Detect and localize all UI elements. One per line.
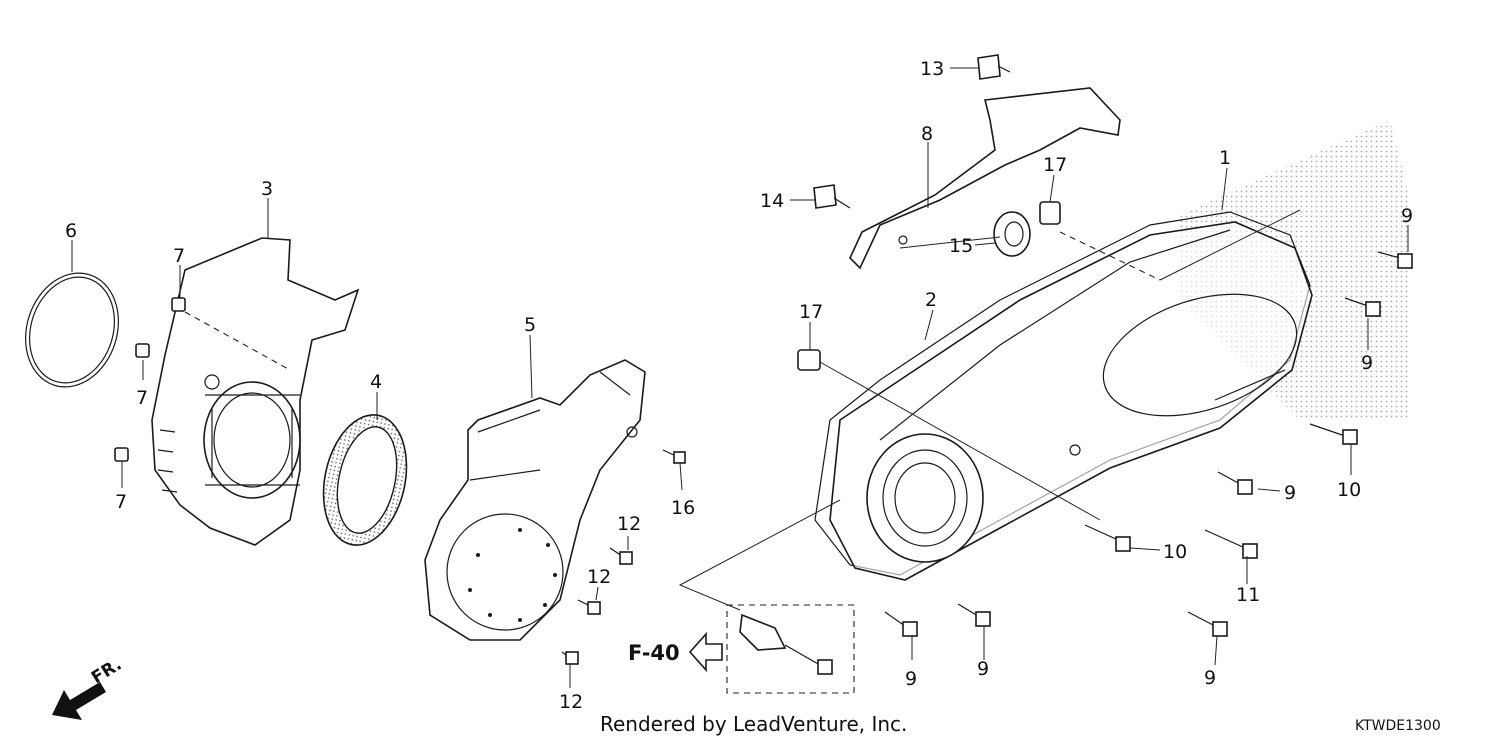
f40-detail-box (726, 604, 855, 694)
callout-9: 9 (905, 668, 917, 690)
callout-13: 13 (920, 58, 944, 80)
callout-17: 17 (799, 301, 823, 323)
callout-9: 9 (1204, 667, 1216, 689)
callout-leaders (71, 67, 1409, 688)
part-7-nut (171, 297, 186, 312)
callout-9: 9 (977, 658, 989, 680)
bolts (561, 251, 1413, 665)
callout-7: 7 (173, 245, 185, 267)
callout-7: 7 (115, 491, 127, 513)
part-4-seal-ring (322, 414, 408, 546)
callout-12: 12 (617, 513, 641, 535)
part-14-grommet (813, 184, 851, 209)
callout-4: 4 (370, 371, 382, 393)
assembly-line (899, 236, 1001, 249)
assembly-line (678, 499, 841, 611)
part-7-nut (135, 343, 150, 358)
callout-14: 14 (760, 190, 784, 212)
part-17-collar-lower (797, 349, 821, 371)
callout-9: 9 (1361, 352, 1373, 374)
callout-7: 7 (136, 387, 148, 409)
part-1-main-cover (829, 221, 1313, 581)
part-17-collar-upper (1039, 201, 1061, 225)
part-8-bracket (849, 87, 1121, 270)
assembly-line (1159, 209, 1301, 281)
part-13-grommet (977, 54, 1011, 80)
part-7-nut (114, 447, 129, 462)
assembly-line (1059, 231, 1161, 281)
callout-6: 6 (65, 220, 77, 242)
callout-15: 15 (949, 235, 973, 257)
part-15-bearing (993, 211, 1031, 257)
callout-2: 2 (925, 289, 937, 311)
callout-16: 16 (671, 497, 695, 519)
callout-12: 12 (587, 566, 611, 588)
callout-9: 9 (1284, 482, 1296, 504)
part-3-inner-cover (151, 237, 360, 546)
callout-10: 10 (1163, 541, 1187, 563)
f40-arrow-icon (688, 631, 723, 673)
assembly-line (184, 311, 291, 371)
callout-17: 17 (1043, 154, 1067, 176)
callout-11: 11 (1236, 584, 1260, 606)
front-direction-arrow-icon (52, 682, 106, 720)
diagram-code: KTWDE1300 (1355, 718, 1441, 734)
credit-text: Rendered by LeadVenture, Inc. (600, 712, 908, 736)
callout-8: 8 (921, 123, 933, 145)
callout-1: 1 (1219, 147, 1231, 169)
f40-reference-label: F-40 (628, 641, 680, 665)
part-5-outer-cover (424, 359, 646, 641)
callout-3: 3 (261, 178, 273, 200)
assembly-line (819, 361, 1101, 521)
callout-12: 12 (559, 691, 583, 713)
callout-5: 5 (524, 314, 536, 336)
part-6-o-ring (25, 272, 119, 388)
front-direction-label: FR. (88, 655, 125, 689)
callout-10: 10 (1337, 479, 1361, 501)
callout-9: 9 (1401, 205, 1413, 227)
